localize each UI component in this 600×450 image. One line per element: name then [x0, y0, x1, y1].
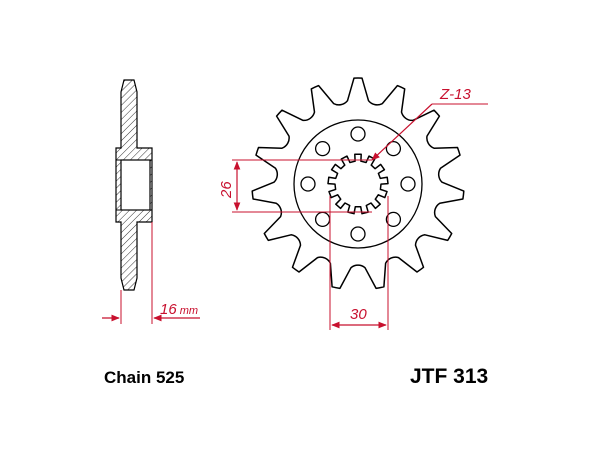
bolt-hole [385, 140, 402, 157]
bore-dimension: 30 [329, 196, 389, 330]
part-number-label: JTF 313 [410, 365, 489, 388]
bolt-hole [400, 176, 416, 192]
bolt-hole [314, 140, 331, 157]
spline-bore [327, 153, 389, 215]
bolt-hole [314, 211, 331, 228]
spline-diameter-value: 26 [218, 181, 235, 199]
bolt-hole [300, 176, 316, 192]
spline-dimension: 26 [218, 159, 372, 213]
hub-circle [293, 119, 423, 249]
bolt-hole [385, 211, 402, 228]
bolt-hole [350, 126, 366, 142]
side-hub-bore [120, 159, 151, 211]
side-view [115, 79, 153, 291]
bolt-holes [300, 126, 416, 242]
bore-value: 30 [350, 306, 367, 323]
bolt-hole [350, 226, 366, 242]
front-view [251, 77, 465, 290]
tooth-count-leader: Z-13 [371, 86, 488, 161]
tooth-count-value: Z-13 [439, 86, 472, 103]
chain-size-label: Chain 525 [104, 368, 185, 387]
